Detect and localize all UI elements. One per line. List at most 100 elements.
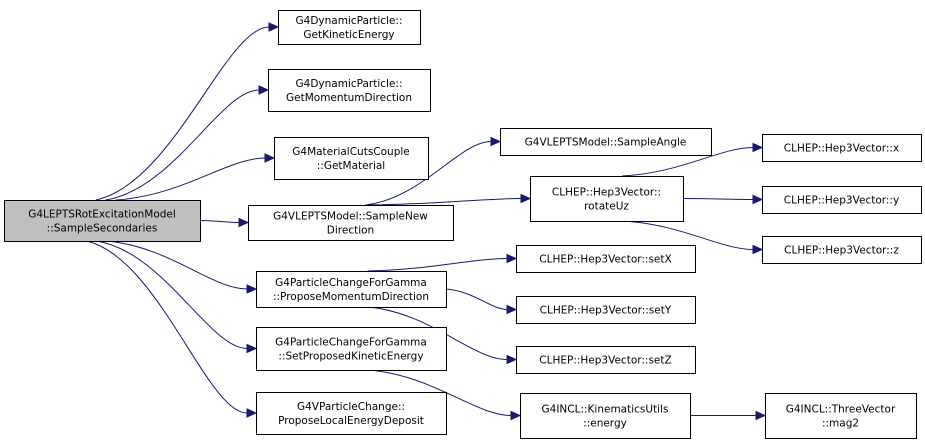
node-box bbox=[762, 186, 922, 214]
edge-n5-n15 bbox=[367, 306, 518, 365]
edge-line bbox=[367, 258, 508, 272]
node-box bbox=[500, 128, 712, 156]
node-box bbox=[256, 392, 447, 435]
edge-line bbox=[199, 220, 240, 223]
arrowhead bbox=[246, 343, 258, 354]
node-label: G4DynamicParticle:: bbox=[296, 78, 403, 90]
edge-line bbox=[95, 26, 270, 201]
call-edges bbox=[86, 22, 767, 421]
node-label: ::energy bbox=[583, 418, 627, 430]
edge-line bbox=[622, 147, 754, 177]
edge-line bbox=[105, 89, 260, 201]
node-label: ::GetMaterial bbox=[317, 160, 385, 172]
node-n10[interactable]: CLHEP::Hep3Vector::x bbox=[762, 134, 922, 162]
node-box bbox=[274, 137, 429, 180]
edge-n9-n11 bbox=[682, 194, 764, 205]
node-label: GetKineticEnergy bbox=[303, 29, 394, 41]
edge-n4-n9 bbox=[368, 193, 532, 206]
node-label: G4ParticleChangeForGamma bbox=[275, 337, 427, 349]
arrowhead bbox=[755, 410, 767, 421]
edge-root-n4 bbox=[199, 217, 250, 228]
arrowhead bbox=[752, 244, 764, 255]
arrowhead bbox=[490, 136, 502, 147]
arrowhead bbox=[752, 142, 764, 153]
node-label: G4INCL::KinematicsUtils bbox=[542, 404, 669, 416]
node-label: CLHEP::Hep3Vector::y bbox=[784, 195, 899, 207]
node-box bbox=[248, 205, 454, 241]
node-label: CLHEP::Hep3Vector::setY bbox=[540, 305, 672, 317]
node-box bbox=[516, 296, 696, 324]
edge-n6-n16 bbox=[367, 369, 522, 421]
node-label: ::mag2 bbox=[822, 418, 859, 430]
node-label: CLHEP::Hep3Vector::setZ bbox=[539, 355, 671, 367]
node-box bbox=[516, 245, 696, 273]
edge-line bbox=[622, 220, 754, 250]
node-label: CLHEP::Hep3Vector::setX bbox=[539, 254, 671, 266]
edge-n9-n10 bbox=[622, 142, 764, 177]
node-label: CLHEP::Hep3Vector:: bbox=[552, 187, 661, 199]
edge-line bbox=[365, 141, 492, 206]
arrowhead bbox=[506, 304, 518, 315]
node-label: G4MaterialCutsCouple bbox=[292, 146, 410, 158]
arrowhead bbox=[238, 217, 250, 228]
call-nodes: G4LEPTSRotExcitationModel::SampleSeconda… bbox=[4, 10, 922, 439]
node-label: rotateUz bbox=[584, 201, 629, 213]
node-label: G4VLEPTSModel::SampleAngle bbox=[525, 137, 687, 149]
node-n8[interactable]: G4VLEPTSModel::SampleAngle bbox=[500, 128, 712, 156]
edge-line bbox=[115, 157, 266, 201]
edge-line bbox=[96, 240, 248, 349]
node-n1[interactable]: G4DynamicParticle::GetKineticEnergy bbox=[278, 10, 421, 45]
node-label: Direction bbox=[327, 225, 374, 237]
edge-root-n3 bbox=[115, 153, 276, 201]
node-n5[interactable]: G4ParticleChangeForGamma::ProposeMomentu… bbox=[256, 271, 447, 308]
node-n7[interactable]: G4VParticleChange::ProposeLocalEnergyDep… bbox=[256, 392, 447, 435]
node-n3[interactable]: G4MaterialCutsCouple::GetMaterial bbox=[274, 137, 429, 180]
node-box bbox=[762, 236, 922, 264]
node-n13[interactable]: CLHEP::Hep3Vector::setX bbox=[516, 245, 696, 273]
node-box bbox=[520, 393, 691, 439]
node-label: GetMomentumDirection bbox=[286, 92, 412, 104]
node-box bbox=[765, 393, 917, 439]
edge-line bbox=[367, 306, 508, 360]
node-n17[interactable]: G4INCL::ThreeVector::mag2 bbox=[765, 393, 917, 439]
node-n16[interactable]: G4INCL::KinematicsUtils::energy bbox=[520, 393, 691, 439]
arrowhead bbox=[268, 22, 280, 32]
node-n14[interactable]: CLHEP::Hep3Vector::setY bbox=[516, 296, 696, 324]
node-box bbox=[256, 327, 447, 371]
node-box bbox=[516, 346, 696, 374]
node-box bbox=[762, 134, 922, 162]
node-n2[interactable]: G4DynamicParticle::GetMomentumDirection bbox=[268, 69, 431, 112]
edge-line bbox=[682, 198, 754, 200]
node-root: G4LEPTSRotExcitationModel::SampleSeconda… bbox=[4, 200, 201, 242]
node-box bbox=[256, 271, 447, 308]
node-n12[interactable]: CLHEP::Hep3Vector::z bbox=[762, 236, 922, 264]
edge-line bbox=[86, 240, 248, 414]
node-label: ::SetProposedKineticEnergy bbox=[278, 351, 423, 363]
node-n11[interactable]: CLHEP::Hep3Vector::y bbox=[762, 186, 922, 214]
edge-root-n7 bbox=[86, 240, 258, 418]
edge-n4-n8 bbox=[365, 136, 502, 206]
node-n6[interactable]: G4ParticleChangeForGamma::SetProposedKin… bbox=[256, 327, 447, 371]
node-label: CLHEP::Hep3Vector::x bbox=[784, 143, 899, 155]
edge-n5-n14 bbox=[445, 288, 518, 315]
arrowhead bbox=[506, 354, 518, 365]
edge-line bbox=[105, 240, 248, 290]
node-box bbox=[268, 69, 431, 112]
edge-n16-n17 bbox=[690, 410, 767, 421]
arrowhead bbox=[506, 253, 518, 264]
edge-root-n5 bbox=[105, 240, 258, 294]
node-label: ::SampleSecondaries bbox=[47, 223, 158, 235]
node-n9[interactable]: CLHEP::Hep3Vector::rotateUz bbox=[530, 176, 684, 222]
node-label: ::ProposeMomentumDirection bbox=[273, 291, 429, 303]
node-label: G4ParticleChangeForGamma bbox=[275, 277, 427, 289]
arrowhead bbox=[246, 284, 258, 294]
edge-line bbox=[445, 288, 508, 310]
edge-line bbox=[368, 198, 522, 206]
edge-root-n1 bbox=[95, 22, 280, 201]
edge-n9-n12 bbox=[622, 220, 764, 255]
arrowhead bbox=[520, 193, 532, 204]
node-label: G4VParticleChange:: bbox=[297, 401, 405, 413]
node-n15[interactable]: CLHEP::Hep3Vector::setZ bbox=[516, 346, 696, 374]
